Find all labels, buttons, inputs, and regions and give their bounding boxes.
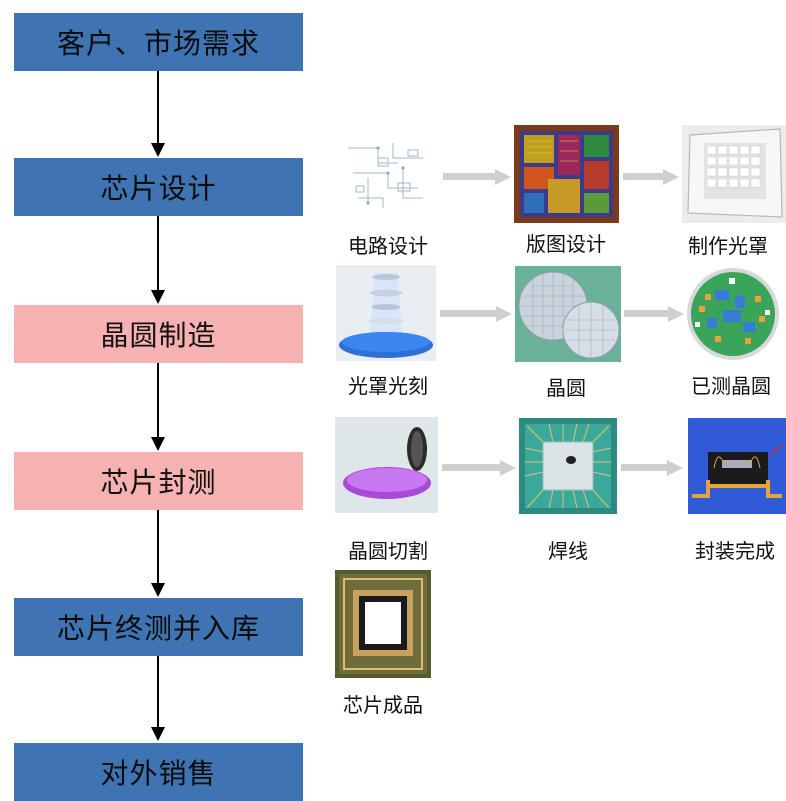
flow-arrowhead [151, 727, 165, 741]
flow-step-wafer: 晶圆制造 [14, 305, 303, 363]
flow-connector [157, 656, 159, 733]
caption-finished-chip: 芯片成品 [343, 693, 423, 717]
flow-step-label: 对外销售 [100, 757, 217, 790]
caption-circuit-design: 电路设计 [348, 234, 428, 258]
caption-layout-design: 版图设计 [526, 232, 606, 256]
circuit-design-image [338, 128, 434, 224]
flow-step-label: 芯片终测并入库 [56, 612, 260, 645]
lithography-image [336, 265, 436, 361]
finished-chip-image [335, 570, 431, 678]
flow-connector [157, 363, 159, 443]
flow-arrowhead [151, 290, 165, 304]
flow-connector [157, 71, 159, 149]
flow-step-package-test: 芯片封测 [14, 452, 303, 510]
wafer-dicing-image [335, 417, 438, 513]
flow-right-arrow [624, 306, 684, 322]
tested-wafer-image [685, 266, 781, 362]
flow-right-arrow [442, 460, 516, 476]
caption-lithography: 光罩光刻 [348, 374, 428, 398]
flow-step-final-test: 芯片终测并入库 [14, 598, 303, 656]
flow-right-arrow [623, 169, 679, 185]
packaged-chip-image [688, 418, 786, 514]
flow-connector [157, 510, 159, 589]
caption-tested-wafer: 已测晶圆 [691, 374, 771, 398]
flow-step-label: 芯片设计 [100, 172, 217, 205]
wafer-image [515, 266, 621, 362]
flow-right-arrow [443, 169, 511, 185]
caption-wire-bonding: 焊线 [548, 539, 588, 563]
flow-connector [157, 216, 159, 296]
caption-wafer: 晶圆 [546, 376, 586, 400]
caption-package-done: 封装完成 [695, 539, 775, 563]
flow-step-label: 客户、市场需求 [56, 27, 260, 60]
flow-step-demand: 客户、市场需求 [14, 13, 303, 71]
flow-arrowhead [151, 143, 165, 157]
flow-step-design: 芯片设计 [14, 158, 303, 216]
flow-step-label: 芯片封测 [100, 466, 217, 499]
layout-design-image [514, 125, 619, 223]
photomask-image [682, 125, 786, 223]
flow-step-sales: 对外销售 [14, 743, 303, 801]
flow-step-label: 晶圆制造 [100, 319, 217, 352]
flow-right-arrow [621, 460, 683, 476]
wire-bonding-image [519, 418, 617, 514]
flow-right-arrow [440, 306, 512, 322]
caption-wafer-dicing: 晶圆切割 [348, 539, 428, 563]
flow-arrowhead [151, 437, 165, 451]
caption-photomask: 制作光罩 [688, 234, 768, 258]
flow-arrowhead [151, 583, 165, 597]
